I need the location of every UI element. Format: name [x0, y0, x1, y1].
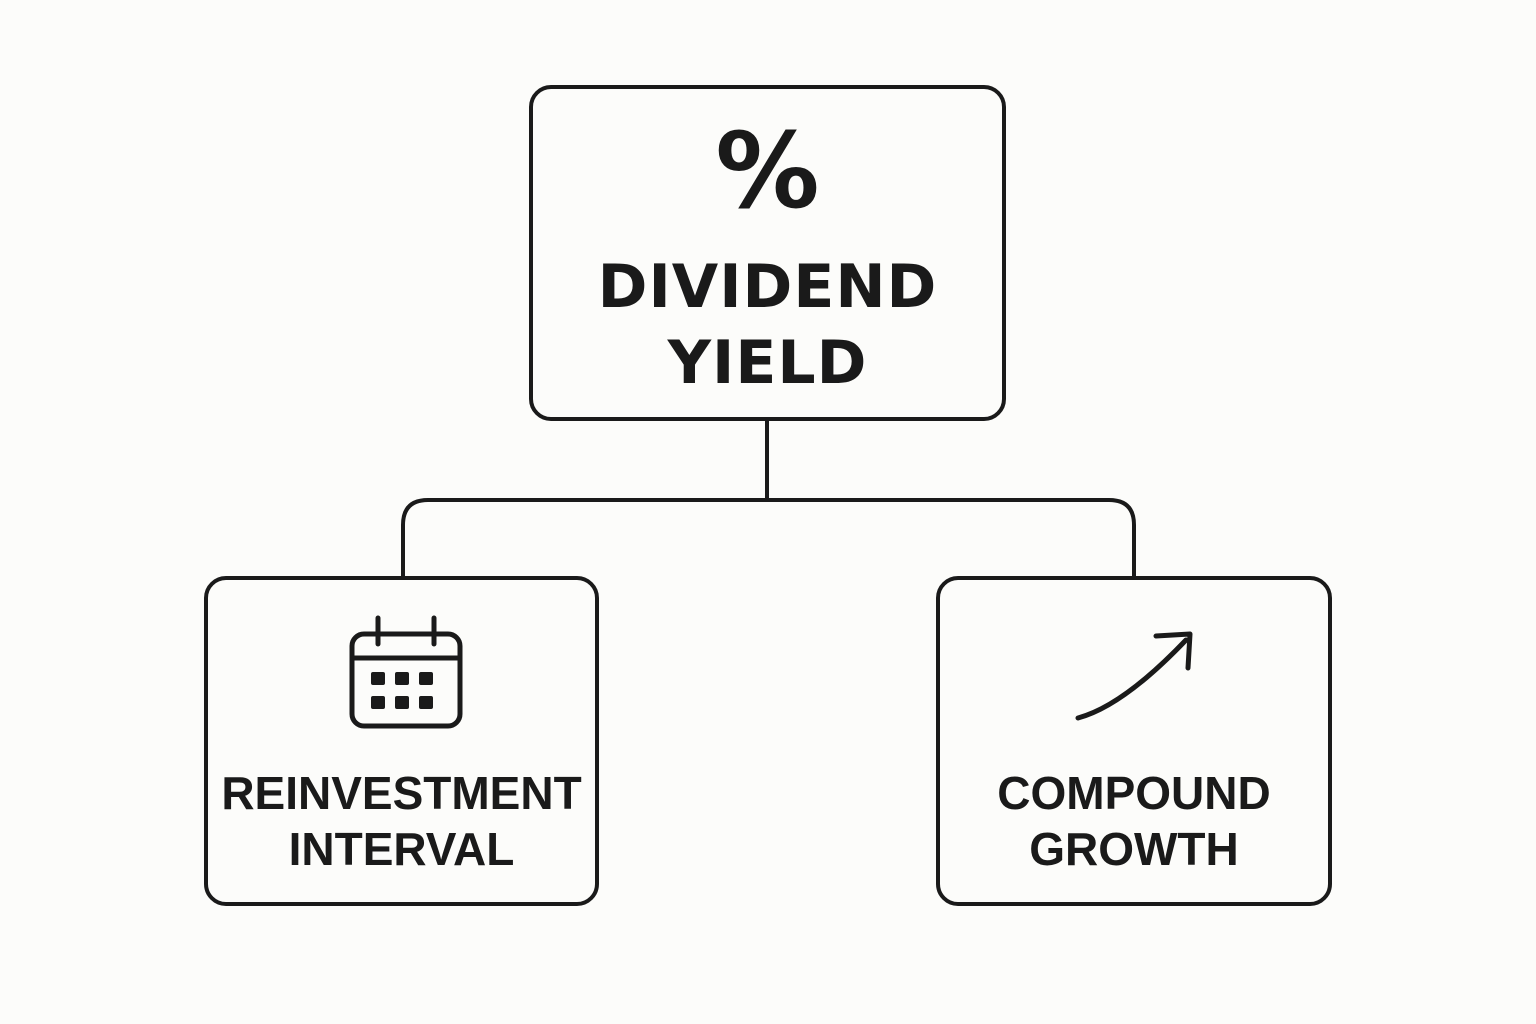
compound-growth-node: COMPOUND GROWTH — [936, 576, 1332, 906]
growth-arrow-icon — [1075, 631, 1193, 721]
connector-branch — [401, 498, 1136, 578]
calendar-icon — [349, 615, 463, 729]
reinvestment-interval-node: REINVESTMENT INTERVAL — [204, 576, 599, 906]
dividend-yield-label: DIVIDEND YIELD — [597, 252, 938, 398]
compound-growth-label: COMPOUND GROWTH — [997, 767, 1271, 875]
reinvestment-interval-label: REINVESTMENT INTERVAL — [221, 767, 582, 875]
dividend-yield-node: % DIVIDEND YIELD — [529, 85, 1006, 421]
percent-icon: % — [715, 110, 820, 232]
